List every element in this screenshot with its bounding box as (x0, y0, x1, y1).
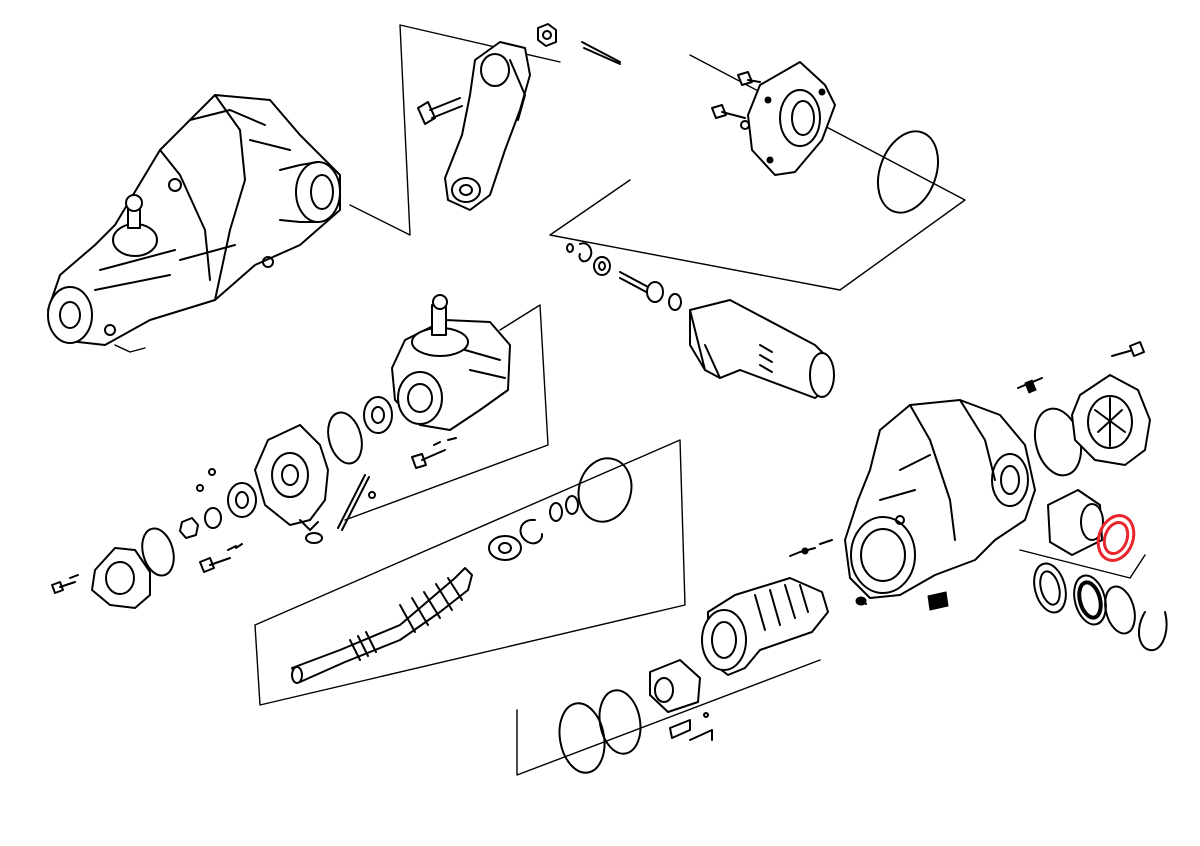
housing-studs (789, 539, 867, 606)
valve-bearing (363, 396, 393, 434)
assembled-gear-box (47, 94, 341, 353)
bracket-worm-shaft (254, 439, 686, 706)
end-cover (91, 547, 151, 609)
adapter-housing (254, 424, 329, 544)
pitman-arm (444, 41, 531, 211)
valve-housing (391, 294, 511, 431)
seal-set (1033, 562, 1168, 652)
worm-washers (488, 495, 579, 561)
end-cover-o-ring (141, 527, 175, 577)
pin-rod (337, 474, 370, 531)
pitman-bolt (417, 97, 463, 125)
rear-cover (1071, 374, 1151, 466)
bracket-piston (516, 659, 821, 776)
small-washers (179, 468, 222, 539)
side-cover (747, 61, 836, 176)
piston-o-ring-b (598, 689, 642, 755)
adjuster-screw (619, 271, 682, 311)
piston-nut (649, 659, 701, 713)
main-housing (844, 399, 1036, 599)
cover-gasket-ring (877, 130, 939, 214)
ball-guide-clamp (669, 712, 713, 741)
piston-o-ring-a (558, 702, 606, 774)
housing-plug (927, 591, 949, 611)
cover-bolts (711, 71, 761, 130)
leader-lines (254, 24, 1146, 776)
bushing (1047, 489, 1104, 556)
valve-bolts (411, 437, 457, 469)
bracket-seals (1019, 549, 1146, 579)
worm-o-ring (577, 457, 633, 523)
adjuster-washers (566, 242, 611, 276)
bracket-pitman-arm (349, 24, 561, 236)
end-cover-bolts (51, 543, 243, 594)
piston-rack (701, 577, 829, 676)
oil-seal-ring[interactable] (1092, 511, 1140, 566)
plunger-bolts (1017, 341, 1145, 394)
bracket-valve-housing (344, 304, 549, 521)
valve-o-ring (327, 411, 363, 465)
sector-shaft (689, 299, 835, 399)
adapter-seal (227, 482, 257, 518)
worm-shaft (291, 567, 473, 684)
cotter-pin (581, 41, 621, 65)
bracket-sector-shaft (549, 54, 966, 291)
small-ball (368, 491, 376, 499)
pitman-nut (537, 23, 557, 47)
